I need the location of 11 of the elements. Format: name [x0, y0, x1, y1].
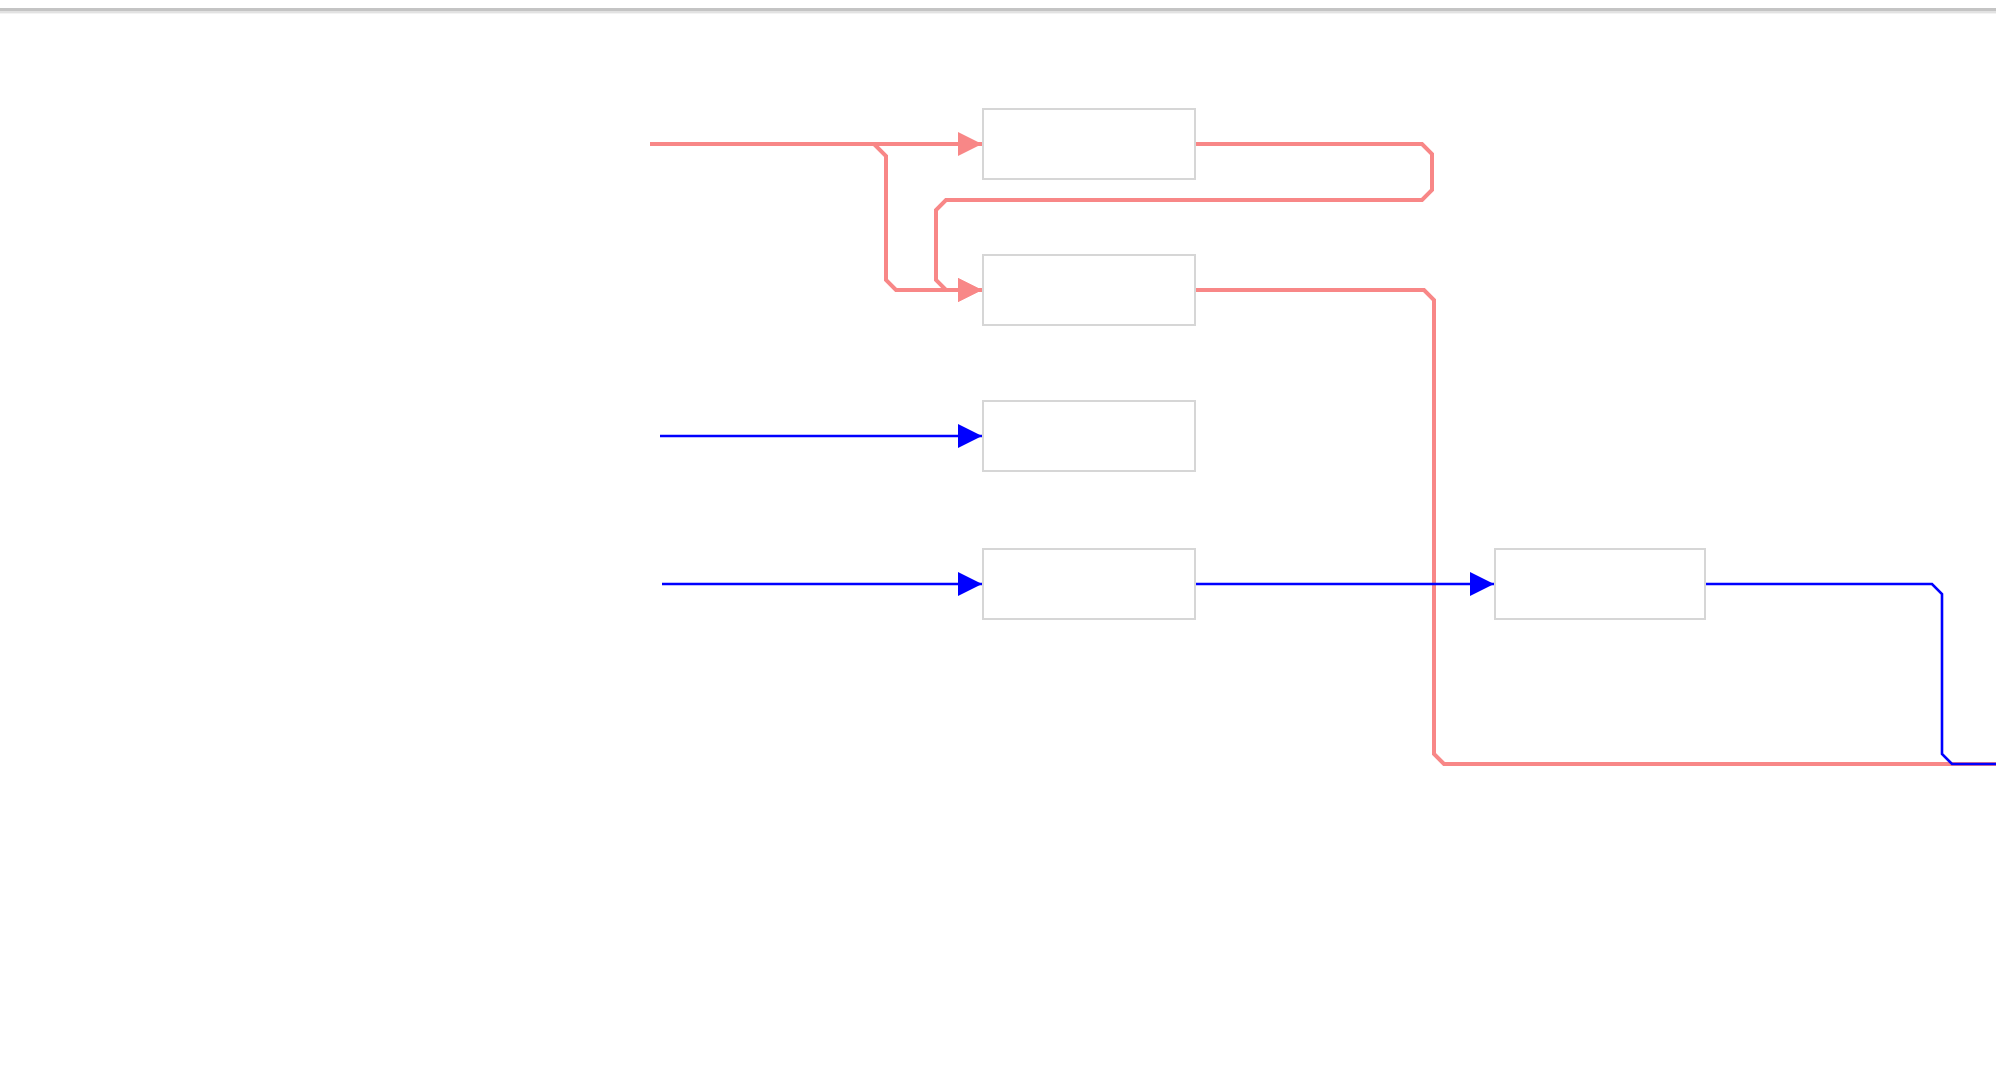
connector-line	[1196, 288, 1996, 766]
arrow	[934, 142, 1434, 302]
empty-box	[1494, 548, 1706, 620]
arrow	[1196, 572, 1494, 596]
connector-line	[1706, 582, 1996, 766]
arrow	[662, 572, 982, 596]
empty-box	[982, 108, 1196, 180]
arrow	[660, 424, 982, 448]
empty-box	[982, 254, 1196, 326]
empty-box	[982, 400, 1196, 472]
empty-box	[982, 548, 1196, 620]
